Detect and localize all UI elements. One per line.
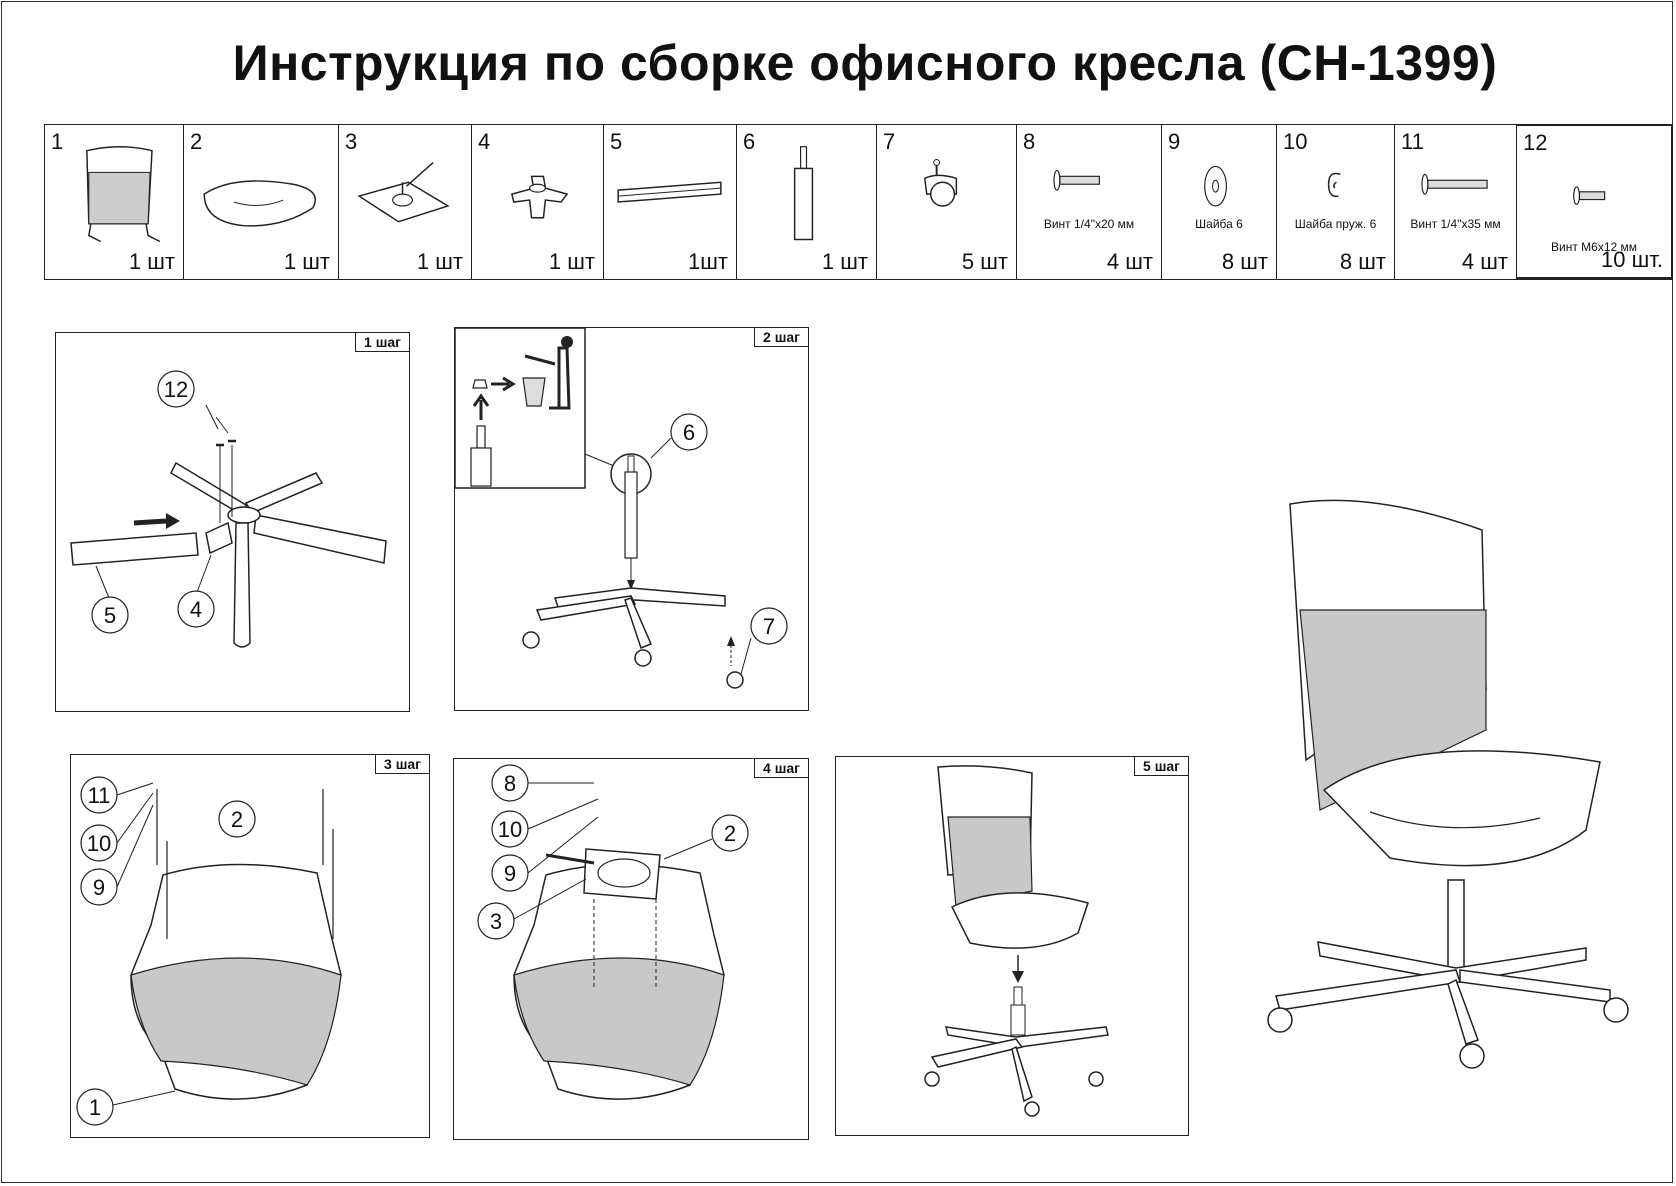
seat-backrest-illustration: 11 10 9 2 1	[76, 776, 342, 1126]
part-cell-7: 7 5 шт	[877, 125, 1017, 279]
base-assembly-illustration: 12 5 4	[70, 370, 387, 648]
callout-label: 10	[498, 817, 522, 842]
callout-label: 2	[724, 821, 736, 846]
part-number: 4	[478, 129, 491, 154]
step-4-panel: 8 10 9 3 2 4 шаг	[453, 758, 809, 1140]
base-hub-icon	[510, 175, 569, 219]
part-quantity: 4 шт	[1106, 249, 1153, 274]
seat-icon	[203, 180, 317, 227]
step-tag: 2 шаг	[754, 328, 808, 347]
mechanism-mount-illustration: 8 10 9 3 2	[477, 764, 749, 1100]
base-leg-icon	[617, 181, 722, 203]
part-cell-2: 2 1 шт	[184, 125, 339, 279]
part-number: 1	[51, 129, 64, 154]
part-caption: Шайба пруж. 6	[1294, 217, 1377, 231]
step-tag: 3 шаг	[375, 755, 429, 774]
part-cell-10: 10 Шайба пруж. 6 8 шт	[1277, 125, 1395, 279]
callout-label: 10	[87, 831, 111, 856]
step-tag: 4 шаг	[754, 759, 808, 778]
part-number: 7	[883, 129, 896, 154]
part-cell-4: 4 1 шт	[472, 125, 604, 279]
part-number: 6	[743, 129, 756, 154]
step-5-panel: 5 шаг	[835, 756, 1189, 1136]
step-3-panel: 11 10 9 2 1 3 шаг	[70, 754, 430, 1138]
part-cell-9: 9 Шайба 6 8 шт	[1162, 125, 1277, 279]
step-tag: 5 шаг	[1134, 757, 1188, 776]
caster-icon	[923, 159, 958, 207]
step-tag: 1 шаг	[355, 333, 409, 352]
part-quantity: 5 шт	[961, 249, 1008, 274]
part-quantity: 1 шт	[821, 249, 868, 274]
part-cell-5: 5 1шт	[604, 125, 737, 279]
part-cell-1: 1 1 шт	[45, 125, 184, 279]
callout-label: 3	[490, 909, 502, 934]
callout-label: 4	[190, 597, 202, 622]
part-number: 10	[1283, 129, 1308, 154]
callout-label: 9	[504, 861, 516, 886]
part-number: 12	[1523, 130, 1548, 155]
part-cell-11: 11 Винт 1/4"x35 мм 4 шт	[1395, 125, 1517, 279]
part-caption: Шайба 6	[1195, 217, 1243, 231]
part-quantity: 1 шт	[128, 249, 175, 274]
part-number: 11	[1401, 129, 1424, 154]
callout-label: 1	[89, 1095, 101, 1120]
part-number: 5	[610, 129, 623, 154]
part-cell-6: 6 1 шт	[737, 125, 877, 279]
part-quantity: 8 шт	[1339, 249, 1386, 274]
long-screw-icon	[1421, 173, 1488, 195]
part-number: 9	[1168, 129, 1181, 154]
callout-label: 6	[683, 420, 695, 445]
callout-label: 9	[93, 875, 105, 900]
parts-table: 1 1 шт 2 1 шт 3 1 шт 4 1 шт 5	[44, 124, 1673, 280]
step-1-panel: 12 5 4 1 шаг	[55, 332, 410, 712]
part-number: 2	[190, 129, 203, 154]
gas-lift-caster-illustration: 6 7	[455, 328, 788, 689]
callout-label: 12	[164, 377, 188, 402]
trash-icon	[470, 377, 546, 487]
part-caption: Винт М6х12 мм	[1550, 240, 1637, 254]
backrest-icon	[86, 146, 161, 243]
callout-label: 11	[88, 783, 111, 808]
part-cell-3: 3 1 шт	[339, 125, 472, 279]
gas-lift-icon	[793, 146, 814, 241]
mechanism-plate-icon	[357, 161, 450, 223]
callout-label: 2	[231, 807, 243, 832]
part-quantity: 4 шт	[1461, 249, 1508, 274]
spring-washer-icon	[1327, 172, 1341, 198]
callout-label: 8	[504, 771, 516, 796]
part-quantity: 1 шт	[416, 249, 463, 274]
bolt-icon	[1573, 186, 1606, 205]
part-number: 3	[345, 129, 358, 154]
part-quantity: 1шт	[688, 249, 728, 274]
part-caption: Винт 1/4"x20 мм	[1043, 217, 1135, 231]
part-caption: Винт 1/4"x35 мм	[1410, 217, 1501, 231]
part-number: 8	[1023, 129, 1036, 154]
assembled-chair-illustration	[1267, 499, 1629, 1069]
part-quantity: 1 шт	[283, 249, 330, 274]
part-quantity: 8 шт	[1221, 249, 1268, 274]
part-quantity: 10 шт.	[1601, 247, 1663, 272]
final-assembly-illustration	[924, 765, 1109, 1117]
page-title: Инструкция по сборке офисного кресла (CH…	[232, 35, 1498, 91]
screw-icon	[1053, 169, 1100, 191]
callout-label: 7	[763, 614, 775, 639]
washer-icon	[1204, 165, 1227, 207]
callout-label: 5	[104, 603, 116, 628]
part-quantity: 1 шт	[548, 249, 595, 274]
part-cell-8: 8 Винт 1/4"x20 мм 4 шт	[1017, 125, 1162, 279]
step-2-panel: 6 7 2 шаг	[454, 327, 809, 711]
part-cell-12: 12 Винт М6х12 мм 10 шт.	[1517, 125, 1673, 279]
